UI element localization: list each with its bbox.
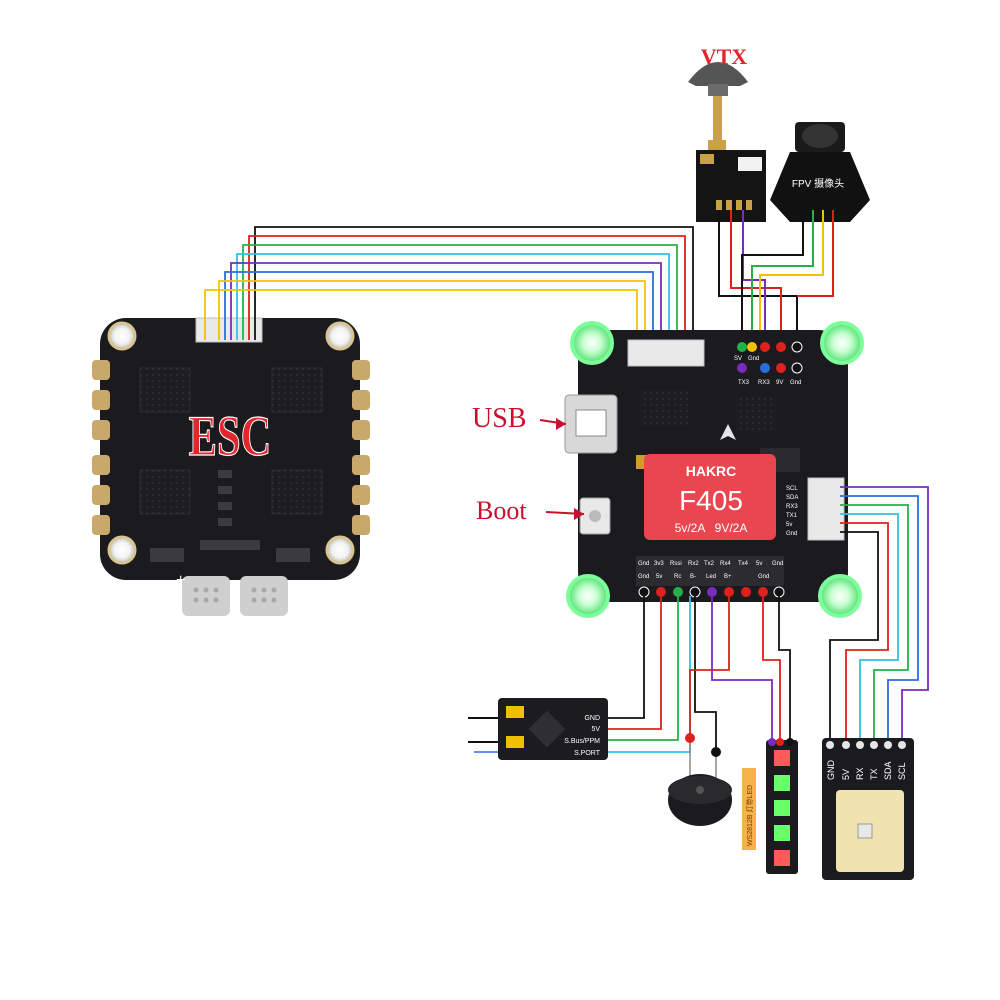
esc-mount-hole [107,321,137,351]
fc-mount-hole [818,574,862,618]
vtx-label: VTX [701,44,748,69]
fc-bottom-pin: Tx4 [738,561,749,567]
fc-bottom-pin2: Led [706,574,716,580]
led-red [774,850,790,866]
fc-bottom-pin2: 5v [656,574,662,580]
receiver-pin-sbus: S.Bus/PPM [564,738,600,745]
esc-chip [139,367,191,413]
fc-right-pin: SDA [786,495,798,501]
esc-board: + ESC [92,317,370,616]
led-green [774,800,790,816]
esc-chip [139,469,191,515]
usb-annotation: USB [472,403,567,434]
fc-bottom-pin2: B- [690,574,696,580]
fc-right-pin: Gnd [786,531,797,537]
fc-bottom-pin: Gnd [638,561,649,567]
fc-led-wires [711,596,791,742]
fc-right-pin-labels: SCL SDA RX3 TX1 5v Gnd [786,486,798,537]
fc-top-pin: TX3 [738,380,750,386]
fc-receiver-wires [604,596,691,753]
usb-label: USB [472,403,526,434]
fc-bottom-pin2: Gnd [638,574,649,580]
esc-connector [195,317,263,343]
fc-mount-hole [820,321,864,365]
fc-bottom-pin: 5v [756,561,762,567]
fc-bottom-pin: 3v3 [654,561,664,567]
fc-bottom-pin-labels: Gnd 3v3 Rssi Rx2 Tx2 Rx4 Tx4 5v Gnd [638,561,783,567]
fc-right-pin: TX1 [786,513,798,519]
fc-bottom-pin: Tx2 [704,561,715,567]
fc-bottom-pin2: Rc [674,574,681,580]
led-green [774,775,790,791]
fc-mount-hole [566,574,610,618]
fc-bottom-pin: Rssi [670,561,682,567]
fc-mount-hole [570,321,614,365]
fc-top-pin: RX3 [758,380,770,386]
flight-controller: HAKRC F405 5v/2A 9V/2A [564,321,864,618]
fc-bottom-pin: Rx2 [688,561,699,567]
camera-label: FPV 摄像头 [792,177,844,190]
led-label: WS2812B 灯带LED [745,785,754,846]
receiver: GND 5V S.Bus/PPM S.PORT [468,698,608,760]
fc-bottom-pin2: Gnd [758,574,769,580]
esc-motor-pads-right [352,360,370,535]
gps-pin-rx: RX [855,767,865,780]
led-green [774,825,790,841]
esc-chip [271,469,323,515]
vtx-module: VTX [688,44,766,222]
esc-battery-pad-negative [240,576,288,616]
gps-pin-sda: SDA [883,761,893,780]
fc-right-pin: RX3 [786,504,798,510]
fc-top-pin: 9V [776,380,783,386]
fc-buzzer-wires [689,596,730,752]
receiver-pin-gnd: GND [584,715,600,722]
fc-top-pin: Gnd [790,380,801,386]
boot-label: Boot [476,496,527,525]
gps-module: GND 5V RX TX SDA SCL [822,738,914,880]
esc-battery-pad-positive [182,576,230,616]
fc-esc-connector [627,339,705,367]
fpv-camera: FPV 摄像头 [770,122,870,222]
fc-red-badge [644,454,776,540]
boot-annotation: Boot [476,496,585,525]
esc-mount-hole [325,535,355,565]
fc-bottom-pin: Rx4 [720,561,731,567]
esc-mount-hole [325,321,355,351]
fc-top-pin: Gnd [748,356,759,362]
fc-right-pin: 5v [786,522,792,528]
receiver-pin-sport: S.PORT [574,750,601,757]
gps-pin-gnd: GND [826,760,836,781]
fc-bottom-pin: Gnd [772,561,783,567]
gps-pin-tx: TX [869,768,879,780]
gps-pin-5v: 5V [841,769,851,780]
esc-fc-ribbon [204,226,694,368]
led-strip: WS2812B 灯带LED [742,738,798,874]
gps-pin-scl: SCL [897,762,907,780]
fc-top-pin: SV [734,356,742,362]
fc-power-rating: 5v/2A 9V/2A [675,521,748,535]
fc-bottom-pin2: B+ [724,574,732,580]
receiver-pin-5v: 5V [591,726,600,733]
fc-i2c-connector [807,477,845,541]
vtx-camera-wires [718,210,834,345]
buzzer [668,733,732,826]
esc-mount-hole [107,535,137,565]
fc-brand: HAKRC [686,463,737,479]
vtx-antenna-cable [713,96,722,148]
fc-right-pin: SCL [786,486,798,492]
fc-top-pads [737,341,803,374]
led-red [774,750,790,766]
esc-plus-sign: + [176,572,185,589]
esc-chip [271,367,323,413]
fc-bottom-header [636,556,785,598]
esc-motor-pads-left [92,360,110,535]
fc-top-pin-labels: SV Gnd TX3 RX3 9V Gnd [734,356,801,386]
fc-gps-wires [829,486,929,740]
esc-label: ESC [189,404,272,468]
fc-model: F405 [679,485,743,516]
fc-bottom-pin-labels-row2: Gnd 5v Rc B- Led B+ Gnd [638,574,769,580]
